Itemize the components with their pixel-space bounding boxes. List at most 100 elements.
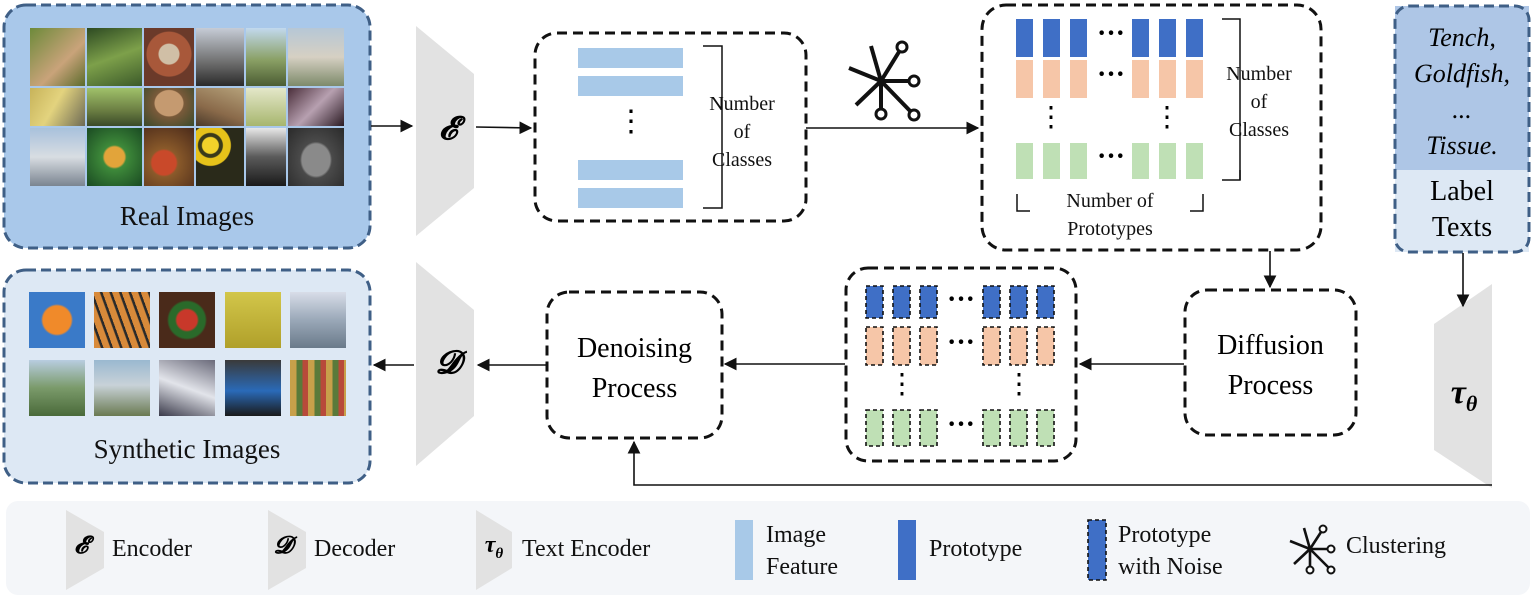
diffusion-line: Diffusion — [1217, 330, 1324, 361]
decoder-shape — [416, 262, 474, 466]
prototypes-classes-line: Classes — [1229, 119, 1289, 141]
prototypes-classes-label: Number of Classes — [1212, 60, 1306, 144]
thumbnail — [144, 88, 194, 126]
denoising-line: Denoising — [576, 333, 693, 364]
thumbnail — [87, 88, 142, 126]
thumbnail — [30, 128, 85, 186]
real-images-label: Real Images — [119, 201, 255, 231]
prototype-grid — [1016, 19, 1203, 179]
class-name: Goldfish, — [1413, 59, 1511, 88]
noisy-ellipsis-row2: ··· — [946, 327, 975, 358]
legend-image-feature-label: Image Feature — [766, 519, 838, 583]
feature-bar — [578, 188, 683, 208]
prototypes-vdots-right: ⋮ — [1153, 102, 1181, 133]
prototypes-ellipsis-row1: ··· — [1096, 18, 1125, 49]
arrow-encoder-to-features — [475, 121, 533, 135]
label-texts-top — [1395, 6, 1529, 170]
features-label-line: Classes — [712, 149, 772, 171]
legend-encoder-shape — [66, 510, 104, 590]
thumbnail — [94, 360, 150, 416]
classes-bracket — [1222, 18, 1241, 180]
legend-image-feature-line: Feature — [766, 554, 838, 580]
encoder-shape — [416, 26, 474, 236]
decoder-symbol: 𝓓 — [435, 344, 461, 380]
prototypes-count-line: Prototypes — [1067, 218, 1153, 240]
legend-image-feature-line: Image — [766, 522, 826, 548]
legend-tau: τ — [484, 532, 496, 558]
legend-decoder-label: Decoder — [314, 536, 396, 562]
thumbnail — [196, 128, 244, 186]
thumbnail — [144, 128, 194, 186]
legend-panel — [6, 501, 1530, 595]
prototypes-count-label: Number of Prototypes — [1030, 187, 1190, 243]
feature-bar — [578, 48, 683, 68]
encoder-symbol: 𝓔 — [438, 110, 458, 146]
thumbnail — [30, 88, 85, 126]
text-encoder-tau: τ — [1450, 374, 1466, 411]
denoising-line: Process — [591, 373, 678, 404]
legend-text-encoder-symbol: τθ — [474, 532, 514, 563]
prototypes-classes-line: Number — [1226, 63, 1292, 85]
thumbnail — [290, 292, 346, 348]
class-ellipsis: ... — [1452, 95, 1472, 124]
label-caption-line: Label — [1430, 176, 1494, 207]
legend-image-feature-swatch — [735, 520, 753, 580]
class-name: Tench, — [1428, 23, 1496, 52]
classes-bracket-lower — [1222, 170, 1241, 181]
legend-encoder-symbol: 𝓔 — [74, 533, 88, 559]
legend-prototype-noise-line: with Noise — [1118, 554, 1223, 580]
thumbnail — [225, 360, 281, 416]
noisy-vdots-right: ⋮ — [1005, 369, 1033, 400]
label-texts-classes: Tench, Goldfish, ... Tissue. — [1395, 20, 1529, 164]
denoising-box — [545, 290, 724, 440]
text-encoder-symbol: τθ — [1438, 374, 1490, 417]
legend-theta: θ — [495, 545, 504, 562]
noisy-prototype-grid — [865, 285, 1055, 447]
legend-prototype-noise-line: Prototype — [1118, 522, 1212, 548]
prototypes-box — [980, 3, 1323, 252]
legend-clustering-icon — [1289, 524, 1336, 575]
legend-encoder-label: Encoder — [112, 536, 192, 562]
thumbnail — [246, 128, 286, 186]
prototypes-bracket — [1016, 194, 1204, 212]
noisy-ellipsis-row1: ··· — [946, 284, 975, 315]
prototypes-count-line: Number of — [1066, 190, 1154, 212]
thumbnail — [225, 292, 281, 348]
legend-text-encoder-shape — [476, 510, 512, 590]
thumbnail — [196, 88, 244, 126]
label-caption-line: Texts — [1431, 212, 1493, 243]
text-encoder-shape — [1434, 284, 1492, 488]
feature-bar — [578, 76, 683, 96]
thumbnail — [246, 88, 286, 126]
prototypes-classes-line: of — [1250, 91, 1268, 113]
thumbnail — [87, 28, 142, 86]
thumbnail — [159, 360, 215, 416]
thumbnail — [87, 128, 142, 186]
features-label-line: Number — [709, 93, 775, 115]
denoising-label: Denoising Process — [547, 329, 722, 409]
thumbnail — [288, 128, 344, 186]
features-label-line: of — [733, 121, 751, 143]
legend-prototype-swatch — [898, 520, 916, 580]
real-images-collage — [30, 28, 344, 186]
legend-decoder-shape — [268, 510, 306, 590]
legend-text-encoder-label: Text Encoder — [522, 536, 651, 562]
synthetic-images-grid — [29, 292, 347, 417]
class-name: Tissue. — [1426, 131, 1498, 160]
text-encoder-theta: θ — [1465, 390, 1478, 416]
feature-bar — [578, 160, 683, 180]
legend-decoder-symbol: 𝓓 — [273, 533, 293, 559]
diffusion-box — [1183, 288, 1358, 437]
thumbnail — [29, 360, 85, 416]
thumbnail — [290, 360, 346, 416]
thumbnail — [94, 292, 150, 348]
label-texts-bottom — [1395, 170, 1529, 252]
legend-prototype-noise-swatch — [1087, 519, 1107, 581]
thumbnail — [144, 28, 194, 86]
thumbnail — [159, 292, 215, 348]
diffusion-label: Diffusion Process — [1185, 326, 1356, 406]
thumbnail — [288, 28, 344, 86]
legend-prototype-label: Prototype — [929, 536, 1023, 562]
synthetic-images-label: Synthetic Images — [93, 434, 281, 464]
